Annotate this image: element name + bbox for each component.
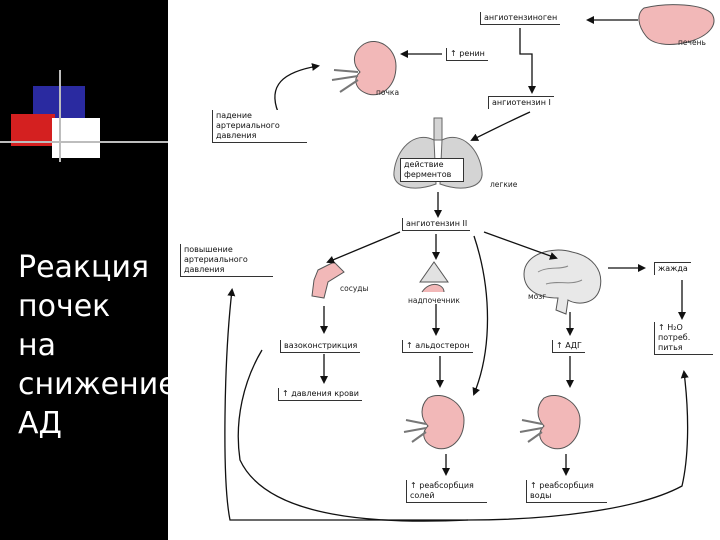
red-square [11,114,55,146]
title-line: почек [18,289,111,324]
renin-box: ↑ ренин [446,48,488,61]
left-panel: Реакция почек на снижение АД [0,0,177,540]
arrow-angiotensin1-to-lungs [470,111,531,141]
aldosterone-label: альдостерон [415,341,470,350]
up-arrow: ↑ [406,341,413,350]
liver-icon [638,4,715,45]
up-arrow: ↑ [658,323,665,332]
flow-arrows [224,16,689,522]
adrenal-label: надпочечник [408,296,460,305]
title-line: на [18,328,56,363]
renin-label: ренин [459,49,485,58]
water-intake-label: потреб. питья [658,333,691,352]
arrow-angiotensin2-to-kidney [472,235,489,396]
trachea-icon [433,117,443,141]
up-arrow: ↑ [282,389,289,398]
arrow-angiotensin2-to-brain [483,231,558,260]
kidney-bottom-left-icon [421,395,465,450]
bp-rise-box: повышение артериального давления [180,244,273,277]
arrow-angiotensinogen-to-angiotensin1 [519,28,536,94]
kidney-icon [354,41,397,96]
decorative-squares [0,70,168,162]
title-line: Реакция [18,250,150,285]
title-line: АД [18,406,62,441]
up-arrow: ↑ [410,481,417,490]
vasoconstriction-box: вазоконстрикция [280,340,361,353]
thirst-box: жажда [654,262,691,275]
water-intake-box: ↑ H₂O потреб. питья [654,322,713,355]
enzyme-action-box: действие ферментов [400,158,464,182]
arrow-angiotensin2-to-vessels [326,231,401,264]
diagram-graphics [224,4,715,522]
brain-folds-icon [537,265,583,285]
blood-pressure-box: ↑ давления крови [278,388,362,401]
brain-icon [523,249,602,315]
liver-label: печень [678,38,706,47]
angiotensinogen-box: ангиотензиноген [480,12,561,25]
adrenal-icon [419,261,449,283]
kidney-bottom-left-vessels-icon [403,419,427,443]
angiotensin1-box: ангиотензин I [488,96,554,109]
kidney-label: почка [376,88,400,97]
bp-drop-box: падение артериального давления [212,110,307,143]
adh-label: АДГ [565,341,582,350]
arrow-feedback-to-bp-rise [224,288,468,521]
kidney-bottom-right-icon [537,395,581,450]
water-reabsorption-box: ↑ реабсорбция воды [526,480,607,503]
angiotensin2-box: ангиотензин II [402,218,471,231]
title-line: снижение [18,367,177,402]
arrow-bp-drop-to-kidney [274,63,320,113]
water-reabsorption-label: реабсорбция воды [530,481,594,500]
salt-reabsorption-box: ↑ реабсорбция солей [406,480,487,503]
raas-diagram: ангиотензиноген печень ↑ ренин почка анг… [168,0,720,540]
adh-box: ↑ АДГ [552,340,585,353]
blood-pressure-label: давления крови [291,389,359,398]
vessel-icon [311,261,345,299]
salt-reabsorption-label: реабсорбция солей [410,481,474,500]
up-arrow: ↑ [530,481,537,490]
adrenal-kidney-icon [421,284,445,293]
up-arrow: ↑ [450,49,457,58]
up-arrow: ↑ [556,341,563,350]
lungs-label: легкие [490,180,518,189]
vessels-label: сосуды [340,284,369,293]
kidney-vessels-icon [331,69,359,93]
aldosterone-box: ↑ альдостерон [402,340,473,353]
slide-title: Реакция почек на снижение АД [18,248,177,443]
kidney-bottom-right-vessels-icon [519,419,543,443]
brain-label: мозг [528,292,547,301]
water-prefix: H₂O [667,323,683,332]
